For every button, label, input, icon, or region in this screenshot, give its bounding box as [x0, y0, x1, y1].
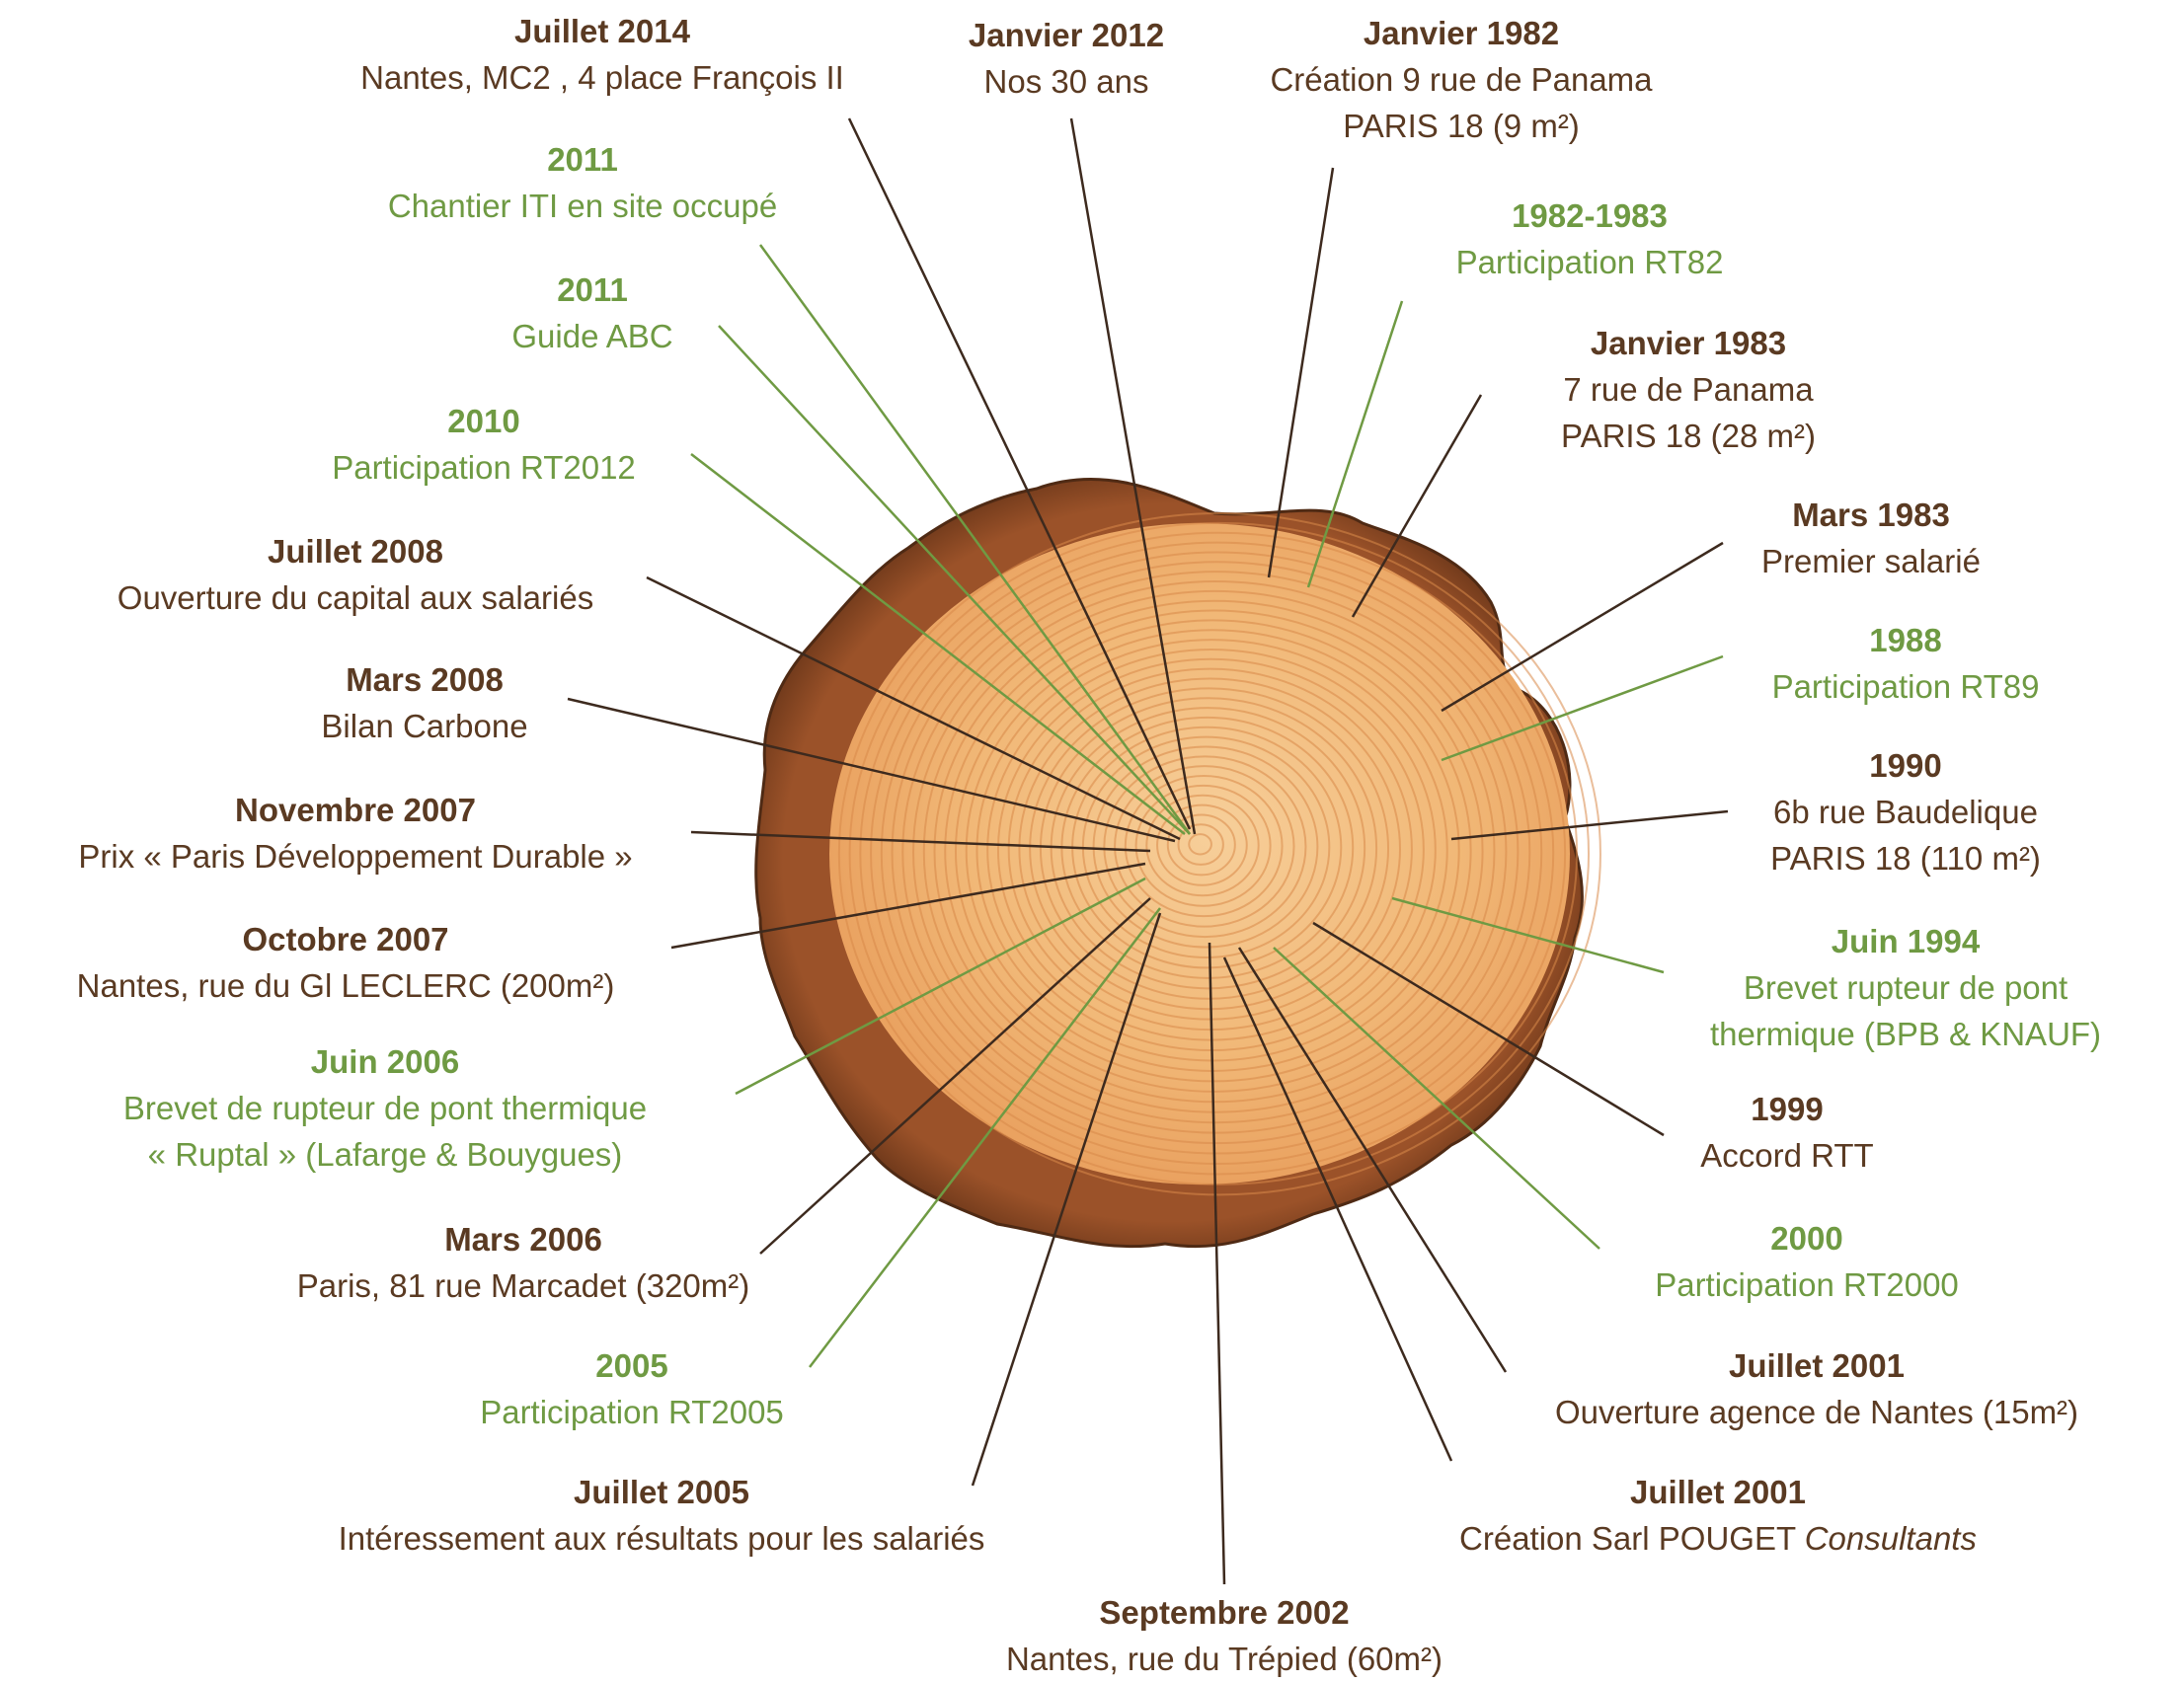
growth-ring — [1029, 687, 1390, 1011]
leader-line — [1208, 942, 1226, 1585]
leader-line — [735, 877, 1146, 1096]
leader-line — [1441, 541, 1724, 713]
growth-ring — [1092, 745, 1319, 949]
leader-line — [1237, 947, 1508, 1373]
growth-ring — [933, 599, 1496, 1104]
growth-ring — [891, 561, 1543, 1145]
leader-lines — [567, 117, 1729, 1585]
growth-ring — [922, 589, 1508, 1113]
leader-line — [1273, 947, 1600, 1250]
growth-ring — [1188, 833, 1212, 856]
leader-line — [809, 907, 1161, 1368]
growth-ring — [1039, 697, 1378, 1000]
growth-ring — [912, 579, 1520, 1124]
growth-ring — [1145, 794, 1260, 897]
growth-ring — [870, 541, 1567, 1166]
leader-line — [1450, 809, 1729, 841]
leader-line — [718, 325, 1191, 835]
growth-ring — [901, 571, 1531, 1134]
growth-ring — [1177, 823, 1224, 866]
leader-line — [971, 912, 1162, 1487]
leader-line — [1267, 167, 1335, 578]
leader-line — [1312, 921, 1665, 1137]
leader-line — [847, 117, 1192, 830]
leader-line — [758, 244, 1192, 835]
growth-ring — [1166, 813, 1236, 877]
leader-line — [1441, 654, 1724, 762]
growth-ring — [1156, 803, 1248, 886]
growth-ring — [1114, 765, 1295, 928]
growth-ring — [848, 521, 1591, 1185]
growth-rings — [837, 512, 1601, 1196]
leader-line — [1391, 896, 1665, 974]
growth-ring — [1018, 677, 1401, 1021]
growth-ring — [880, 551, 1555, 1155]
growth-ring — [1103, 755, 1307, 939]
leader-line — [567, 697, 1176, 843]
growth-ring — [1134, 784, 1272, 907]
leader-line — [1069, 117, 1197, 835]
growth-ring — [837, 512, 1601, 1196]
leader-line — [690, 453, 1186, 835]
leader-line — [670, 862, 1146, 950]
leader-line — [690, 830, 1151, 853]
leader-line — [1306, 300, 1404, 588]
leader-line — [759, 897, 1151, 1255]
growth-ring — [859, 531, 1579, 1176]
growth-ring — [1050, 707, 1366, 990]
leader-line — [1351, 394, 1483, 618]
leader-line — [646, 575, 1181, 841]
growth-ring — [1124, 775, 1284, 918]
leader-line — [1222, 956, 1453, 1462]
